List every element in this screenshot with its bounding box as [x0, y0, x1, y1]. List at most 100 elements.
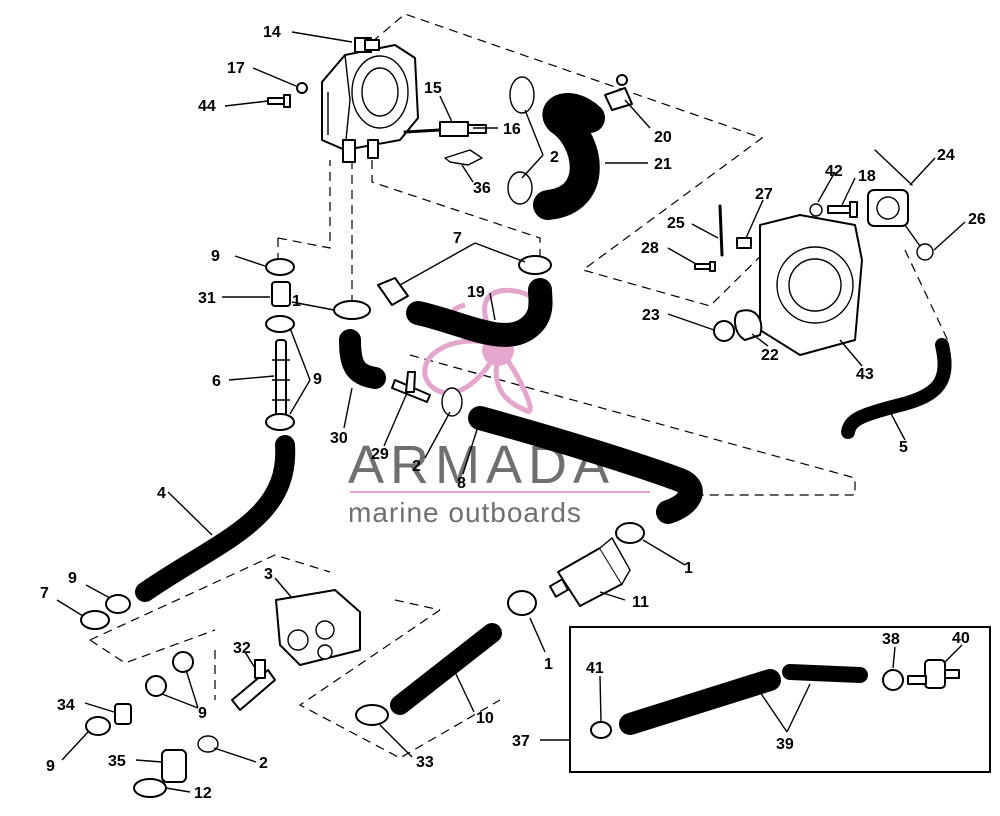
- sleeve-34: [114, 703, 132, 725]
- callout-1-top: 1: [292, 293, 301, 310]
- callout-20: 20: [654, 129, 672, 146]
- callout-2-mid: 2: [412, 458, 421, 475]
- callout-16: 16: [503, 121, 521, 138]
- callout-35: 35: [108, 753, 126, 770]
- clamp-9-b: [145, 675, 167, 697]
- clamp-12: [133, 778, 167, 798]
- hose-4: [135, 435, 296, 602]
- washer-42: [809, 203, 823, 217]
- callout-36: 36: [473, 180, 491, 197]
- clamp-9-a: [172, 651, 194, 673]
- clamp-1-mid: [615, 522, 645, 544]
- clamp-38: [882, 669, 904, 691]
- callout-24: 24: [937, 147, 955, 164]
- callout-44: 44: [198, 98, 216, 115]
- callout-1-low: 1: [544, 656, 553, 673]
- hose-19: [406, 278, 553, 347]
- callout-labels: 14 17 44 15 16 2 20 21 36 24 42 18 27 25…: [40, 24, 986, 802]
- assembly-lines: [89, 13, 951, 759]
- connector-32: [231, 659, 276, 711]
- connector-6: [272, 339, 290, 421]
- hose-8: [468, 406, 703, 524]
- callout-38: 38: [882, 631, 900, 648]
- callout-9-mid: 9: [313, 371, 322, 388]
- callout-39: 39: [776, 736, 794, 753]
- callout-21: 21: [654, 156, 672, 173]
- callout-27: 27: [755, 186, 773, 203]
- callout-19: 19: [467, 284, 485, 301]
- filter-11: [548, 537, 631, 607]
- callout-2-bottom: 2: [259, 755, 268, 772]
- callout-4: 4: [157, 485, 166, 502]
- connector-40: [907, 659, 960, 689]
- callout-30: 30: [330, 430, 348, 447]
- callout-9-a: 9: [198, 705, 207, 722]
- callout-7-top: 7: [453, 230, 462, 247]
- callout-25: 25: [667, 215, 685, 232]
- elbow-30: [339, 329, 386, 389]
- callout-6: 6: [212, 373, 221, 390]
- clamp-7-left: [377, 277, 409, 306]
- callout-14: 14: [263, 24, 281, 41]
- callout-17: 17: [227, 60, 245, 77]
- clamp-20: [604, 74, 633, 111]
- callout-37: 37: [512, 733, 530, 750]
- seal-22: [733, 309, 763, 341]
- sleeve-31: [271, 281, 291, 307]
- callout-18: 18: [858, 168, 876, 185]
- callout-42: 42: [825, 163, 843, 180]
- callout-33: 33: [416, 754, 434, 771]
- parts: [80, 37, 991, 798]
- watermark-rule: [350, 491, 650, 493]
- callout-5: 5: [899, 439, 908, 456]
- clamp-7-right: [518, 255, 552, 275]
- sensor-15-16: [403, 121, 487, 137]
- callout-28: 28: [641, 240, 659, 257]
- callout-32: 32: [233, 640, 251, 657]
- watermark-tagline: marine outboards: [348, 497, 582, 528]
- callout-26: 26: [968, 211, 986, 228]
- callout-41: 41: [586, 660, 604, 677]
- callout-1-mid: 1: [684, 560, 693, 577]
- clamp-2-mid: [441, 387, 463, 417]
- nut-17: [296, 82, 308, 94]
- callout-34: 34: [57, 697, 75, 714]
- callout-9-top: 9: [211, 248, 220, 265]
- callout-10: 10: [476, 710, 494, 727]
- screw-44: [267, 94, 291, 108]
- kit-37-box: [569, 626, 991, 773]
- hose-21: [533, 93, 605, 220]
- clamp-2-bottom: [197, 735, 219, 753]
- callout-43: 43: [856, 366, 874, 383]
- hose-5: [841, 338, 952, 439]
- callout-7-bl: 7: [40, 585, 49, 602]
- clamp-1-low: [507, 590, 537, 616]
- clamp-9-low: [265, 413, 295, 431]
- bracket-3: [275, 589, 361, 666]
- clamp-1-top: [333, 300, 371, 320]
- callout-12: 12: [194, 785, 212, 802]
- callout-9-bl: 9: [68, 570, 77, 587]
- clamp-9-mid: [265, 315, 295, 333]
- clamp-33: [355, 704, 389, 726]
- callout-23: 23: [642, 307, 660, 324]
- clip-36: [444, 149, 483, 166]
- callout-29: 29: [371, 446, 389, 463]
- callout-8: 8: [457, 475, 466, 492]
- wire-25: [718, 204, 724, 257]
- screw-28: [694, 261, 716, 272]
- part-27: [736, 237, 752, 249]
- hose-10: [390, 623, 502, 715]
- callout-11: 11: [632, 594, 649, 611]
- callout-2-upper: 2: [550, 149, 559, 166]
- callout-22: 22: [761, 347, 779, 364]
- hose-39: [619, 664, 868, 735]
- clamp-9-bl: [105, 594, 131, 614]
- bolt-18: [827, 201, 858, 218]
- clamp-2-lower: [507, 171, 533, 205]
- clamp-7-bl: [80, 610, 110, 630]
- clamp-2-upper: [509, 76, 535, 114]
- clamp-41: [590, 721, 612, 739]
- callout-31: 31: [198, 290, 216, 307]
- callout-40: 40: [952, 630, 970, 647]
